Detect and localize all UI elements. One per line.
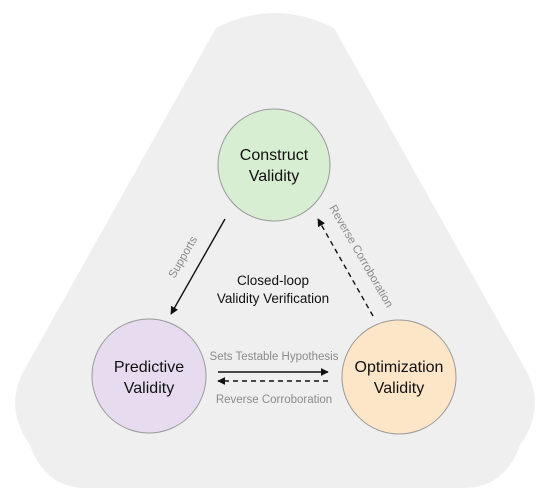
predictive-validity-label-line1: Predictive [114, 359, 184, 376]
construct-validity-label-line1: Construct [240, 147, 309, 164]
construct-validity-node: Construct Validity [217, 108, 331, 222]
supports-arrow [170, 218, 226, 315]
reverse-corroboration-bottom-label: Reverse Corroboration [216, 394, 332, 406]
optimization-validity-node: Optimization Validity [341, 319, 457, 435]
center-label-line1: Closed-loop [237, 273, 309, 288]
predictive-validity-node: Predictive Validity [91, 318, 207, 434]
construct-validity-circle [217, 108, 331, 222]
reverse-corroboration-right-arrow [317, 218, 374, 317]
optimization-validity-circle [341, 319, 457, 435]
predictive-validity-circle [91, 318, 207, 434]
background-triangle [15, 13, 535, 488]
center-label-line2: Validity Verification [217, 291, 329, 306]
construct-validity-label-line2: Validity [249, 168, 299, 185]
sets-testable-hypothesis-label: Sets Testable Hypothesis [210, 351, 339, 363]
optimization-validity-label-line1: Optimization [355, 359, 444, 376]
optimization-validity-label-line2: Validity [374, 380, 424, 397]
predictive-validity-label-line2: Validity [124, 380, 174, 397]
